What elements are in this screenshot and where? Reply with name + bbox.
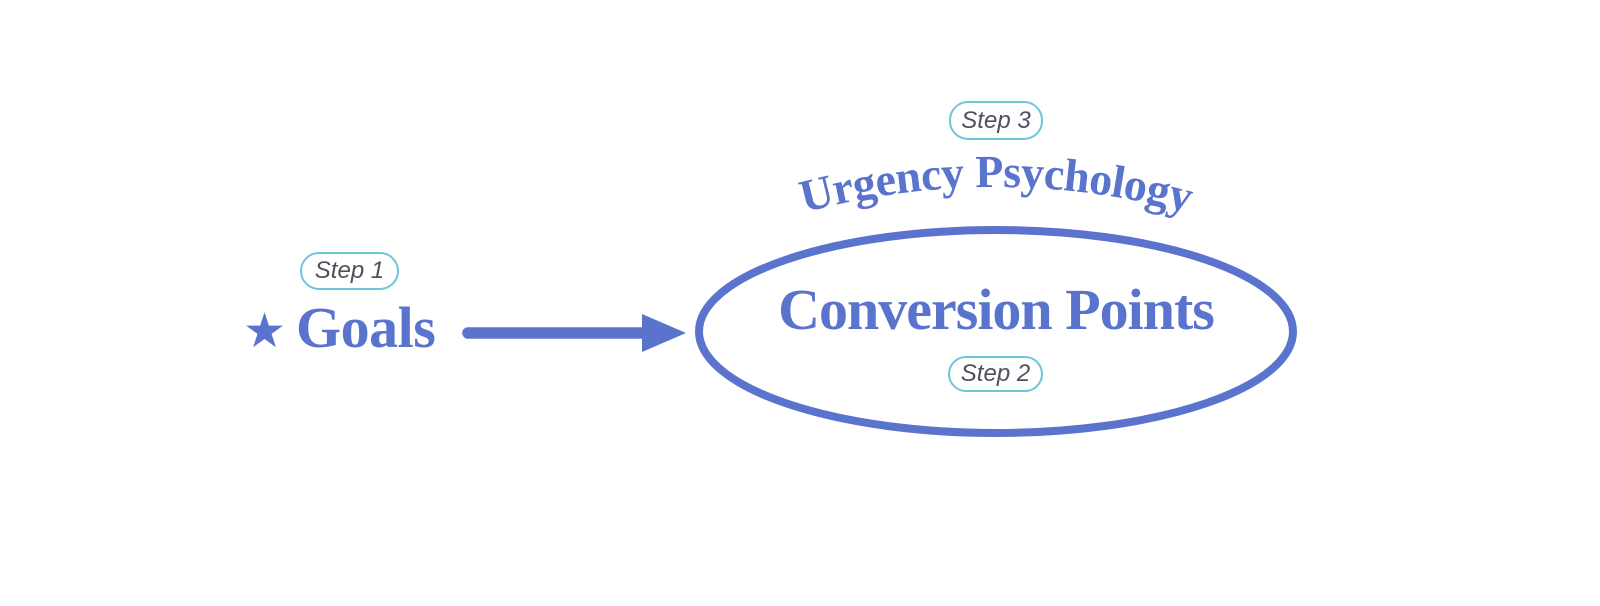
conversion-points-ellipse (695, 226, 1297, 437)
step3-badge-label: Step 3 (961, 106, 1031, 134)
goals-label: Goals (296, 295, 436, 360)
urgency-psychology-title-text: Urgency Psychology (794, 146, 1199, 222)
step1-badge-label: Step 1 (314, 257, 385, 284)
step2-badge-label: Step 2 (960, 360, 1031, 387)
arrow-head-icon (642, 314, 686, 352)
step1-badge: Step 1 (300, 252, 399, 290)
goals-node: ★ Goals (243, 295, 436, 360)
step2-badge: Step 2 (948, 356, 1043, 392)
conversion-points-label: Conversion Points (778, 277, 1215, 342)
star-icon: ★ (243, 303, 287, 359)
urgency-psychology-title: Urgency Psychology (794, 146, 1198, 222)
step3-badge: Step 3 (949, 101, 1043, 140)
